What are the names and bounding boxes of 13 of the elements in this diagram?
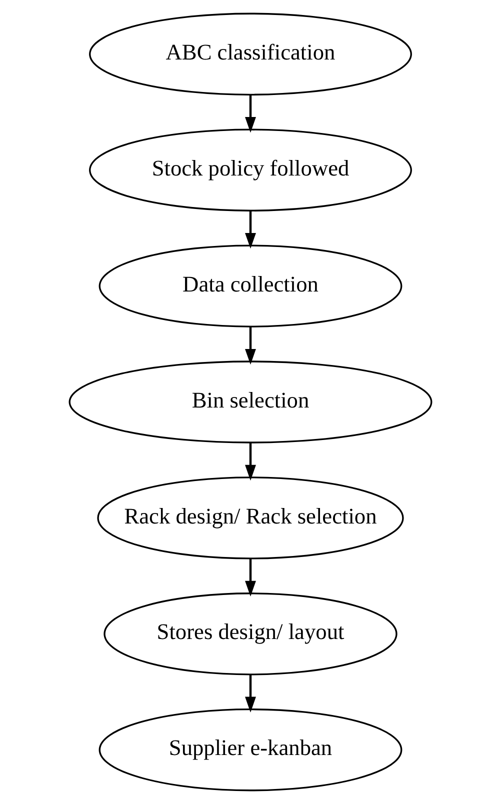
node-ellipse: Stores design/ layout (103, 592, 397, 676)
node-ellipse: Supplier e-kanban (98, 708, 402, 792)
arrow (244, 442, 256, 481)
arrow (244, 558, 256, 597)
arrow (244, 674, 256, 712)
node-ellipse: ABC classification (88, 12, 412, 96)
arrow (244, 95, 256, 133)
node-ellipse: Bin selection (68, 360, 432, 444)
node-ellipse: Stock policy followed (88, 128, 412, 212)
arrow (244, 327, 256, 365)
node-ellipse: Data collection (98, 244, 402, 328)
arrow (244, 211, 256, 249)
node-ellipse: Rack design/ Rack selection (96, 476, 404, 560)
